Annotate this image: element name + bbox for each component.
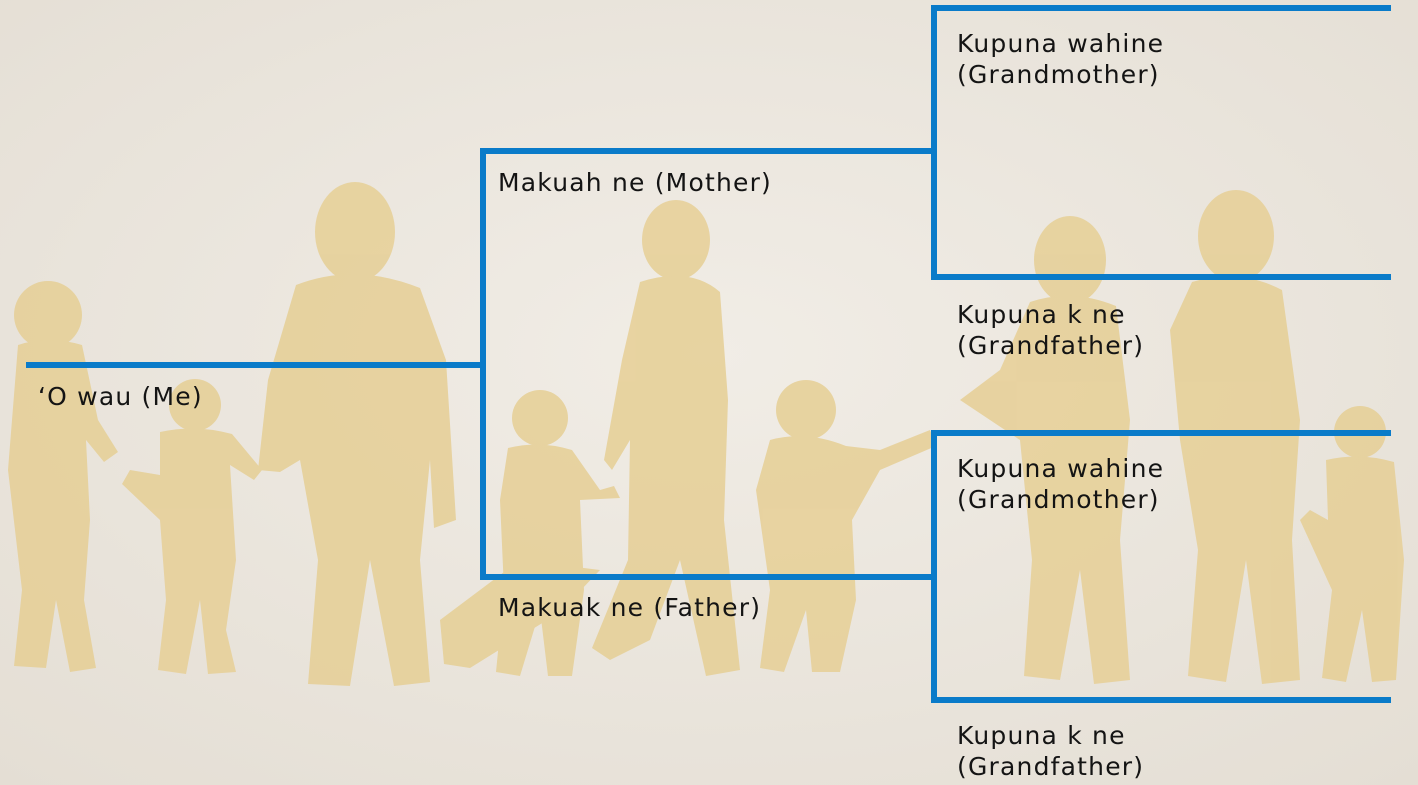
maternal-grandmother-translation: (Grandmother) — [957, 60, 1160, 89]
father-label: Makuak ne (Father) — [498, 593, 762, 622]
child-silhouette-2 — [122, 379, 262, 674]
maternal-grandmother-name: Kupuna wahine — [957, 29, 1165, 58]
tree-lines — [26, 5, 1391, 703]
adult-silhouette-1 — [258, 182, 456, 686]
paternal-grandfather-name: Kupuna k ne — [957, 721, 1126, 750]
child-silhouette-1 — [8, 281, 118, 672]
paternal-grandmother-name: Kupuna wahine — [957, 454, 1165, 483]
maternal-grandmother-label: Kupuna wahine (Grandmother) — [957, 28, 1164, 90]
child-silhouette-4 — [756, 380, 936, 672]
maternal-grandfather-translation: (Grandfather) — [957, 331, 1145, 360]
adult-silhouette-4 — [1170, 190, 1300, 684]
mother-label: Makuah ne (Mother) — [498, 168, 773, 197]
paternal-grandfather-translation: (Grandfather) — [957, 752, 1145, 781]
paternal-grandmother-translation: (Grandmother) — [957, 485, 1160, 514]
adult-silhouette-3 — [944, 216, 1130, 684]
paternal-grandmother-label: Kupuna wahine (Grandmother) — [957, 453, 1164, 515]
maternal-grandfather-label: Kupuna k ne (Grandfather) — [957, 299, 1144, 361]
paternal-grandfather-label: Kupuna k ne (Grandfather) — [957, 720, 1144, 782]
maternal-grandfather-name: Kupuna k ne — [957, 300, 1126, 329]
me-label: ‘O wau (Me) — [38, 382, 203, 411]
